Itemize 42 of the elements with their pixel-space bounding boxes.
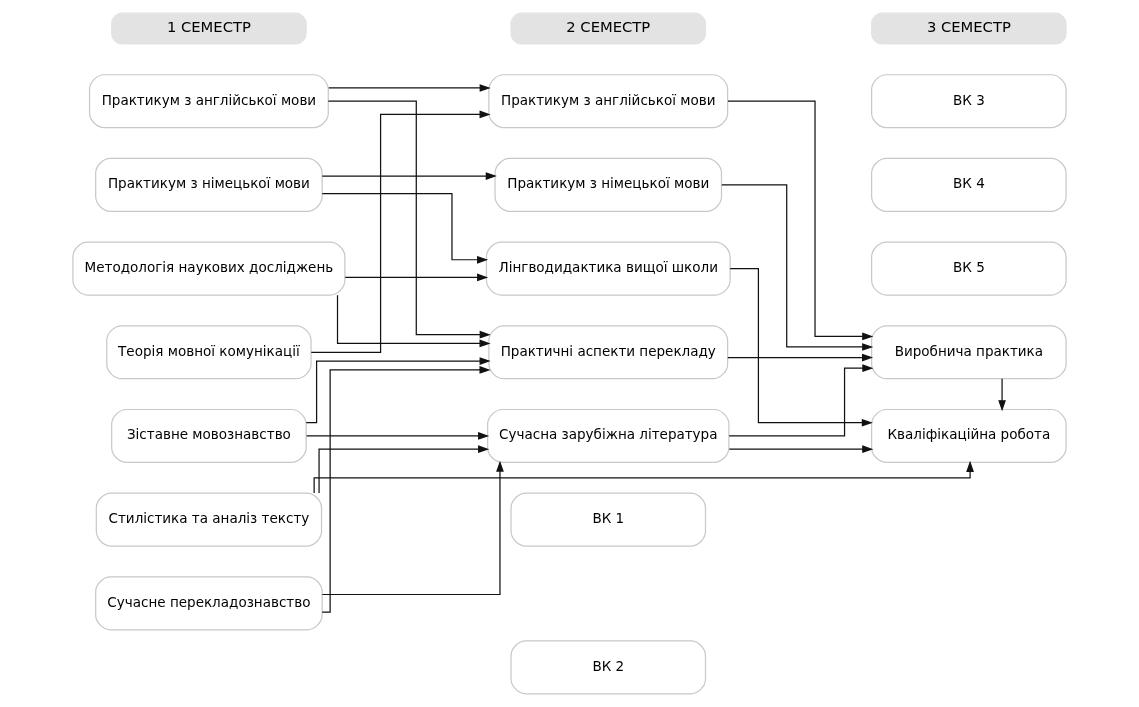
node-box: Виробнича практика (871, 325, 1067, 380)
arrow (321, 460, 504, 596)
arrow (727, 100, 874, 341)
node-box: Практикум з німецької мови (95, 157, 323, 212)
arrow (998, 378, 1006, 412)
arrow (728, 364, 874, 437)
arrow (328, 84, 491, 92)
node-box: Практикум з англійської мови (488, 74, 729, 129)
arrow (318, 445, 490, 494)
node-box: ВК 2 (510, 640, 707, 695)
arrow (728, 445, 874, 454)
node-box: 2 СЕМЕСТР (510, 12, 707, 45)
node-box: ВК 3 (871, 74, 1067, 129)
node-box: Практичні аспекти перекладу (488, 325, 729, 380)
node-box: Практикум з англійської мови (88, 74, 329, 129)
arrow (321, 366, 491, 613)
arrow (306, 432, 490, 440)
node-box: Кваліфікаційна робота (871, 408, 1067, 464)
arrow (321, 193, 489, 264)
node-box: Зіставне мовознавство (111, 408, 307, 464)
arrow (321, 172, 497, 180)
node-box: ВК 4 (871, 157, 1067, 212)
node-box: Сучасне перекладознавство (95, 576, 323, 631)
node-box: ВК 5 (871, 241, 1067, 296)
arrow (336, 294, 491, 348)
node-box: 3 СЕМЕСТР (871, 12, 1067, 45)
arrow (727, 353, 874, 362)
arrow (344, 273, 489, 282)
arrow (310, 110, 491, 353)
arrow (729, 267, 873, 427)
node-box: Стилістика та аналіз тексту (95, 492, 323, 547)
node-box: Теорія мовної комунікації (106, 325, 312, 380)
arrow (327, 100, 491, 339)
arrow (313, 460, 974, 494)
node-box: Практикум з німецької мови (494, 157, 723, 212)
node-box: ВК 1 (510, 492, 707, 547)
node-box: 1 СЕМЕСТР (111, 12, 307, 45)
node-box: Лінгводидактика вищої школи (485, 241, 731, 296)
arrow (721, 184, 874, 351)
arrow (305, 357, 491, 424)
node-box: Методологія наукових досліджень (72, 241, 346, 296)
node-box: Сучасна зарубіжна література (487, 408, 730, 464)
